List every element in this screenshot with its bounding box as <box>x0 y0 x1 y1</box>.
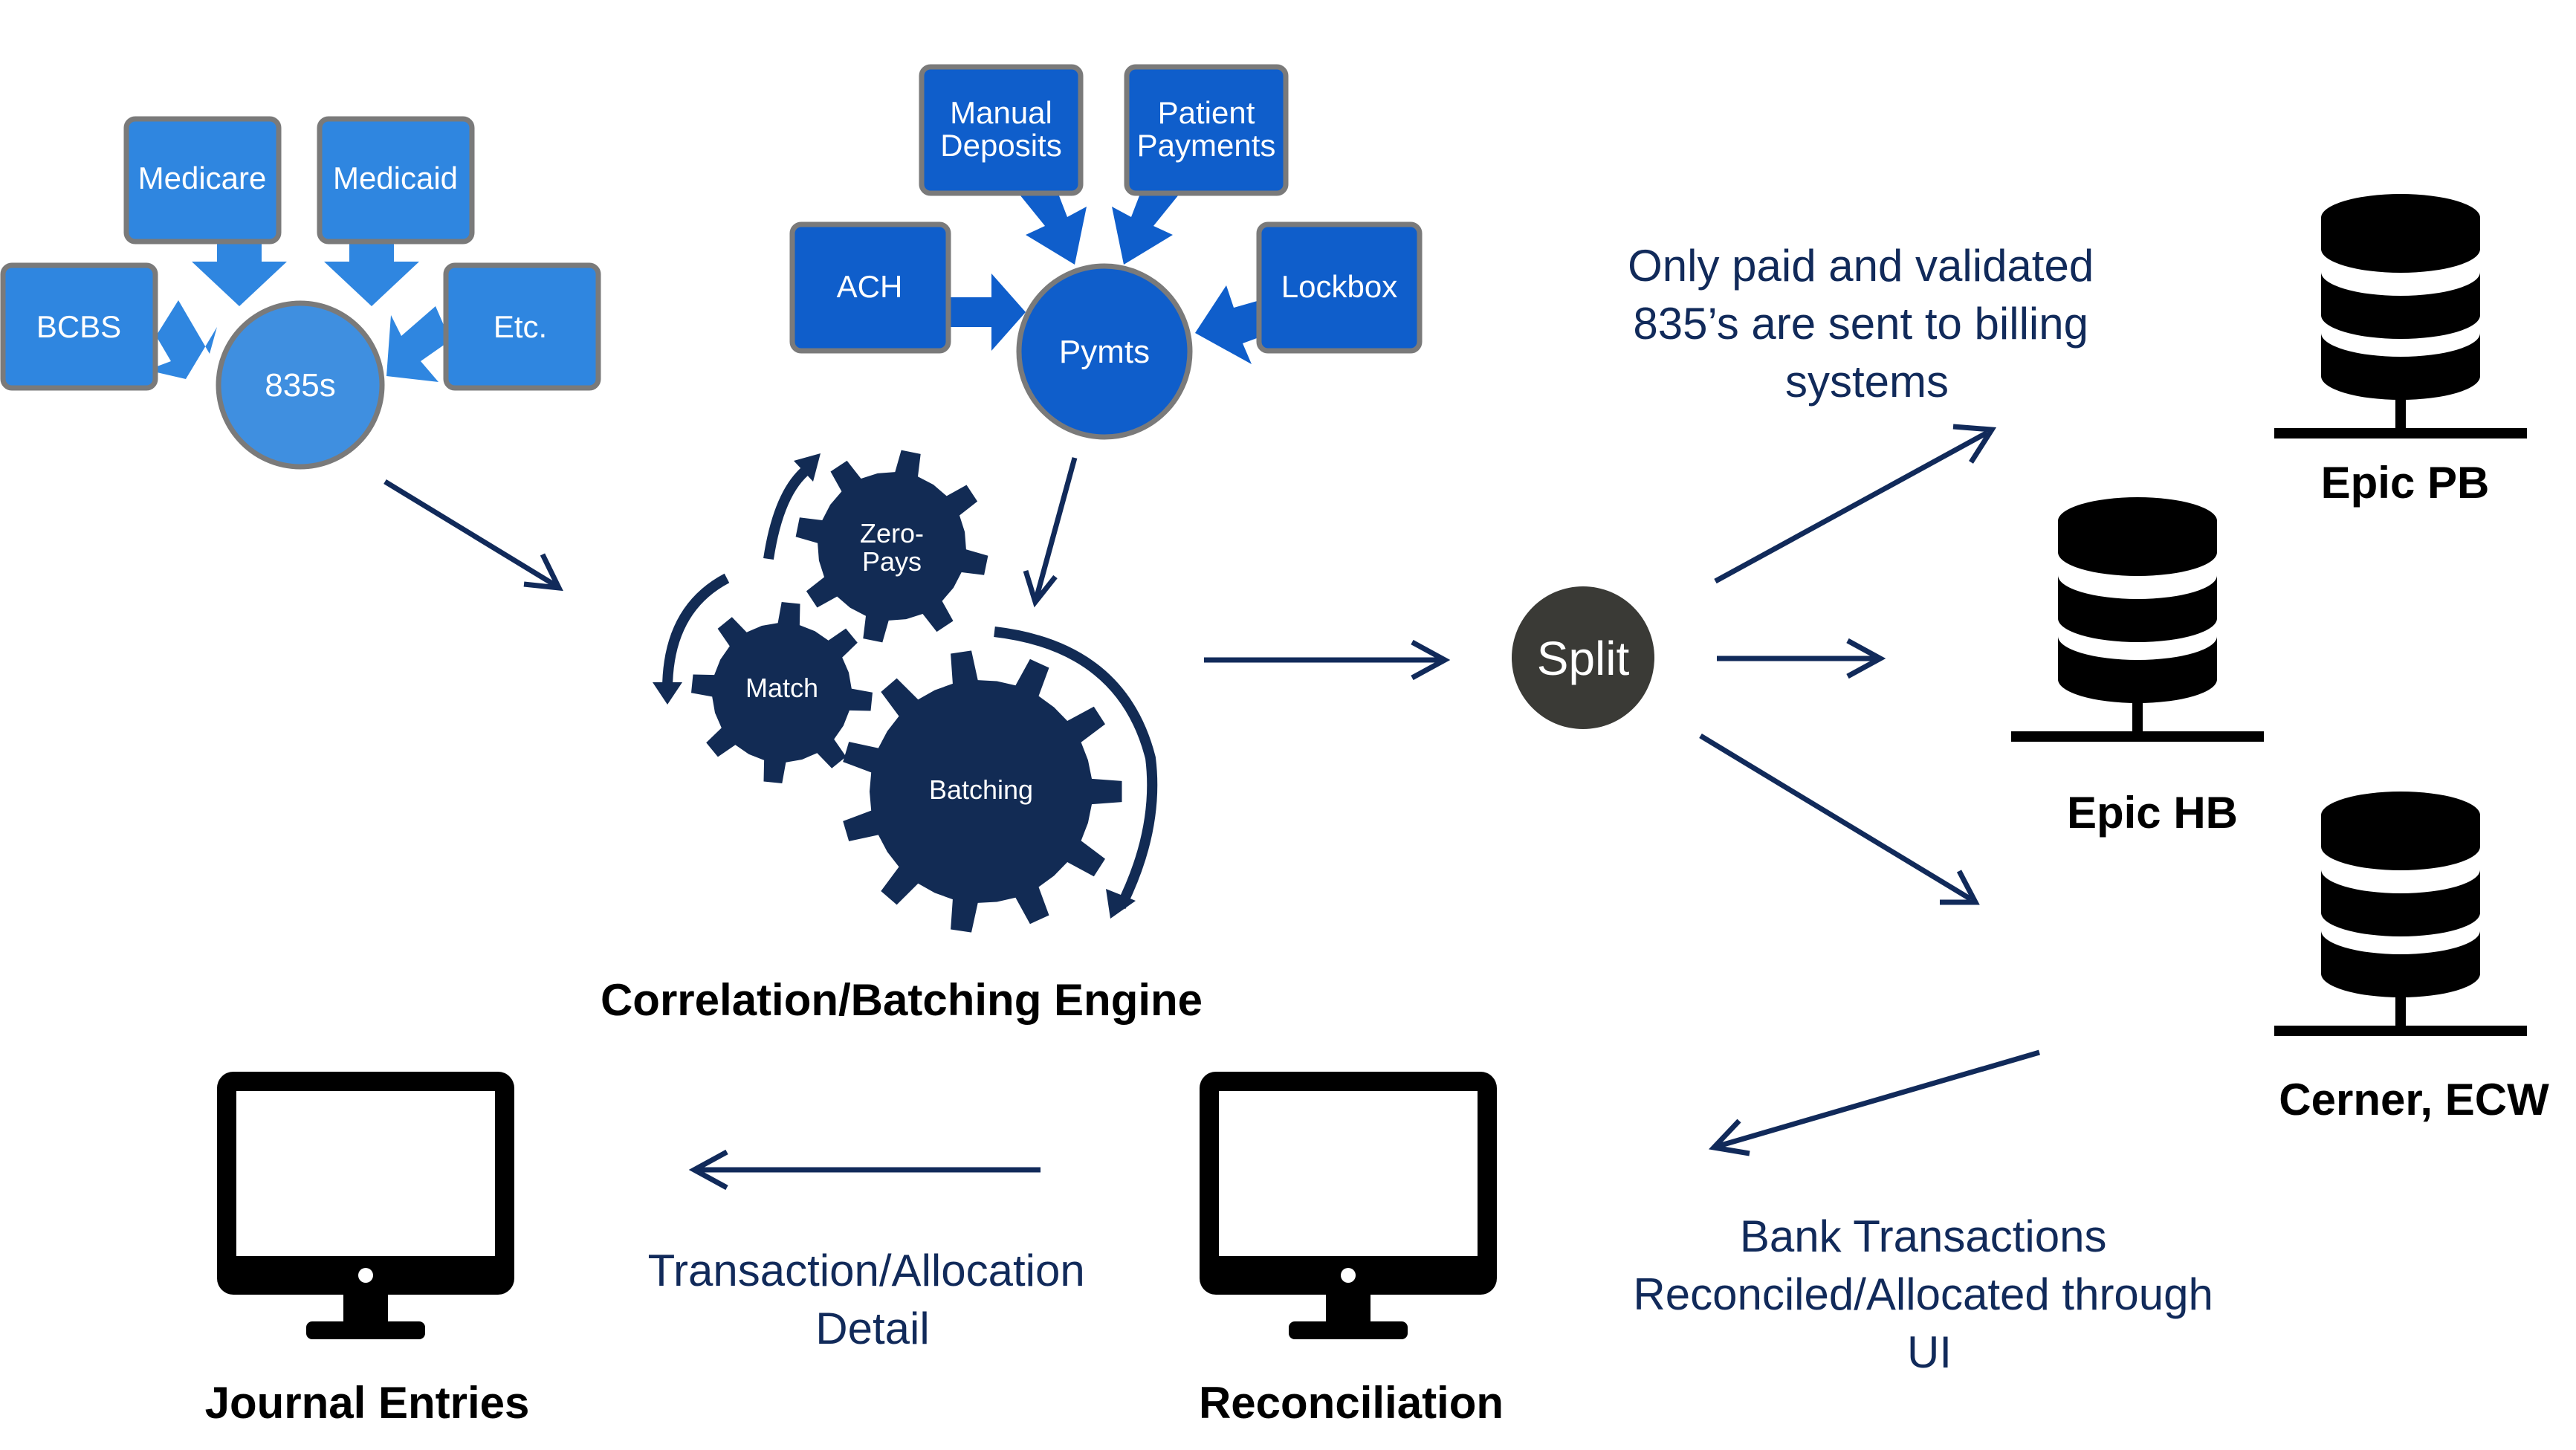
arrow-split-to-epic-pb <box>1714 424 1997 584</box>
engine-title: Correlation/Batching Engine <box>601 975 1203 1025</box>
gear-match <box>691 602 873 783</box>
arrow-split-to-cerner <box>1699 734 1980 905</box>
monitor-journal-entries-icon <box>217 1072 514 1339</box>
gear-match-shape <box>691 602 873 783</box>
gear-zero-shape <box>795 450 988 643</box>
payment-label-ach: ACH <box>837 269 903 304</box>
payment-box-manual-deposits[interactable] <box>919 64 1084 196</box>
arrow-medicaid-icon <box>324 229 419 306</box>
hub-835s-label: 835s <box>265 367 335 404</box>
system-label-epic-pb: Epic PB <box>2321 458 2490 508</box>
split-label: Split <box>1537 632 1630 685</box>
system-label-epic-hb: Epic HB <box>2067 788 2238 838</box>
arrow-bcbs-icon <box>147 300 217 379</box>
bank-note: Bank Transactions Reconciled/Allocated t… <box>1633 1211 2225 1377</box>
detail-note: Transaction/Allocation Detail <box>648 1246 1098 1353</box>
payment-label-lockbox: Lockbox <box>1281 269 1397 304</box>
payment-box-ach[interactable] <box>789 221 951 354</box>
rotate-arrow-batching-icon <box>994 627 1158 910</box>
hub-835s[interactable] <box>216 300 385 470</box>
payer-label-bcbs: BCBS <box>36 309 121 344</box>
split-node[interactable] <box>1512 586 1654 729</box>
monitor-reconciliation-icon <box>1200 1072 1497 1339</box>
payer-box-medicaid[interactable] <box>317 116 475 245</box>
gear-batch-shape <box>843 650 1122 933</box>
payment-box-patient-payments[interactable] <box>1124 64 1289 196</box>
payer-box-medicare[interactable] <box>123 116 282 245</box>
database-cerner-ecw-icon <box>2274 792 2527 1036</box>
payer-label-etc: Etc. <box>493 309 547 344</box>
hub-pymts-label: Pymts <box>1059 334 1150 370</box>
arrow-ach-icon <box>950 274 1026 351</box>
gear-label-match: Match <box>745 673 818 703</box>
billing-note: Only paid and validated 835’s are sent t… <box>1628 241 2106 407</box>
arrow-reconciliation-to-journal <box>688 1149 1041 1191</box>
gear-zero-pays <box>795 450 988 643</box>
rotate-arrow-zero-pays-icon <box>763 464 812 560</box>
rotate-arrow-match-icon <box>662 573 730 690</box>
arrow-pymts-to-engine <box>1023 457 1078 608</box>
gear-label-batching: Batching <box>929 774 1033 805</box>
arrow-835s-to-engine <box>384 479 563 592</box>
database-epic-hb-icon <box>2011 497 2264 742</box>
arrow-patient-icon <box>1112 178 1179 265</box>
gear-label-zero-pays: Zero-Pays <box>860 518 924 577</box>
arrow-etc-icon <box>386 306 450 382</box>
arrow-split-to-epic-hb <box>1717 638 1886 679</box>
gear-batching <box>843 650 1122 933</box>
arrow-systems-to-reconciliation <box>1708 1049 2040 1156</box>
system-label-cerner-ecw: Cerner, ECW <box>2279 1075 2549 1124</box>
arrow-engine-to-split <box>1204 639 1451 681</box>
reconciliation-label: Reconciliation <box>1199 1378 1504 1428</box>
payer-label-medicaid: Medicaid <box>333 161 458 195</box>
arrow-medicare-icon <box>192 229 287 306</box>
database-epic-pb-icon <box>2274 194 2527 438</box>
payer-box-bcbs[interactable] <box>0 262 158 391</box>
arrow-manual-icon <box>1020 178 1087 265</box>
engine: Zero-Pays Match Batching Correlation/Bat… <box>601 450 1203 1025</box>
payer-box-etc[interactable] <box>443 262 601 391</box>
payer-cluster: BCBS Medicare Medicaid Etc. 835s <box>0 116 601 470</box>
payer-label-medicare: Medicare <box>138 161 267 195</box>
hub-pymts[interactable] <box>1016 263 1193 440</box>
journal-entries-label: Journal Entries <box>205 1378 530 1428</box>
payment-box-lockbox[interactable] <box>1256 221 1423 354</box>
